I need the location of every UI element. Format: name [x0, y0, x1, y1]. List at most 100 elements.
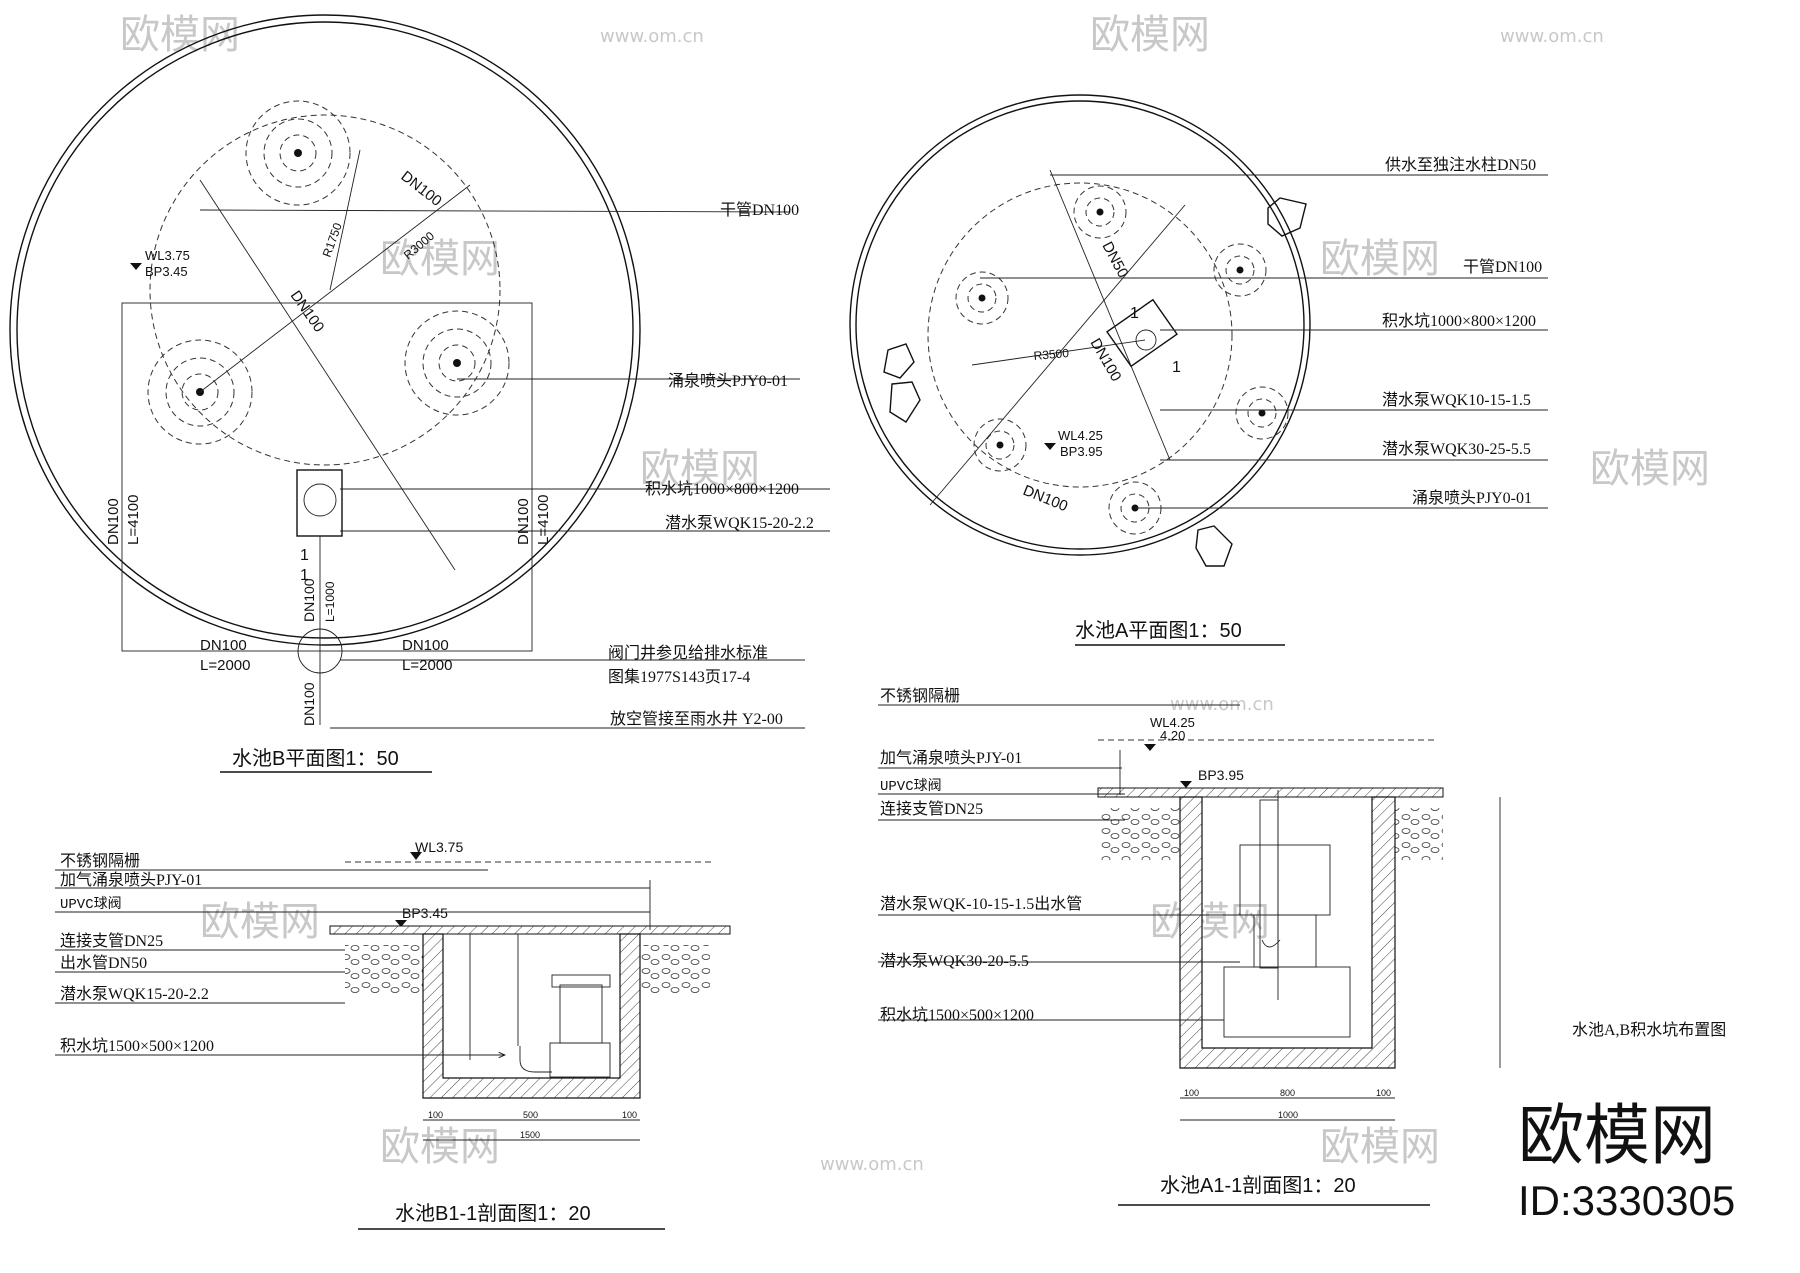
label-sump: 积水坑1000×800×1200 — [1382, 312, 1536, 330]
leader-line — [199, 209, 791, 213]
rock — [1195, 525, 1233, 567]
sump-wall — [1179, 796, 1396, 1069]
label-bottom-left-dn: DN100 — [200, 637, 247, 654]
watermark-brand: 欧模网 — [200, 899, 320, 945]
label-dn100: DN100 — [1087, 336, 1125, 385]
label-bottom-left-l: L=2000 — [200, 657, 250, 674]
gravel-bed — [640, 945, 710, 995]
label-vert-l: L=1000 — [323, 581, 337, 622]
label-pump: 潜水泵WQK15-20-2.2 — [60, 985, 209, 1003]
label-vert-dn2: DN100 — [301, 682, 317, 726]
label-wl2: 4.20 — [1160, 728, 1185, 743]
label-left-l: L=4100 — [125, 495, 142, 545]
label-bottom-right-dn: DN100 — [402, 637, 449, 654]
watermark-brand: 欧模网 — [1150, 899, 1270, 945]
sump-pit — [1106, 298, 1178, 368]
label-left-dn: DN100 — [105, 498, 122, 545]
fountain-head — [955, 271, 1009, 325]
pump-base — [1223, 966, 1351, 1038]
level-marker — [1044, 443, 1056, 450]
label-grate: 不锈钢隔栅 — [880, 687, 960, 705]
rock — [1267, 197, 1307, 237]
label-outlet: 出水管DN50 — [60, 954, 147, 972]
valve-well — [297, 628, 343, 674]
rock — [889, 381, 921, 423]
dim-label: 1000 — [1278, 1110, 1298, 1120]
watermark-brand: 欧模网 — [380, 236, 500, 282]
pipe-line — [199, 184, 471, 393]
label-dn100: DN100 — [398, 168, 445, 210]
plan-a-title: 水池A平面图1：50 — [1075, 619, 1242, 642]
pipe-line — [1049, 169, 1171, 461]
watermark-brand: 欧模网 — [1090, 12, 1210, 58]
plan-a: 供水至独注水柱DN50 干管DN100 积水坑1000×800×1200 潜水泵… — [849, 94, 1548, 646]
pipe-loop — [121, 302, 533, 652]
label-pump-outlet: 潜水泵WQK-10-15-1.5出水管 — [880, 895, 1082, 913]
label-main-pipe: 干管DN100 — [1463, 258, 1542, 276]
watermark-brand: 欧模网 — [1320, 236, 1440, 282]
sump-wall — [422, 933, 641, 1099]
dim-label: 100 — [428, 1110, 443, 1120]
label-branch: 连接支管DN25 — [880, 800, 983, 818]
dim-label: 800 — [1280, 1088, 1295, 1098]
pump-base — [549, 1042, 611, 1078]
pool-b-pipe-ring — [149, 114, 501, 466]
section-mark: 1 — [1172, 359, 1181, 376]
rock — [883, 343, 915, 379]
label-right-l: L=4100 — [535, 495, 552, 545]
watermark-layer: 欧模网 www.om.cn 欧模网 www.om.cn 欧模网 欧模网 欧模网 … — [120, 12, 1710, 1175]
level-marker — [130, 263, 142, 270]
logo-wordmark: 欧模网 — [1518, 1098, 1716, 1172]
section-a: WL4.25 4.20 BP3.95 不锈钢隔栅 加气涌泉喷头PJY-01 UP… — [878, 687, 1501, 1206]
pump-body — [559, 984, 603, 1044]
elbow-pipe — [519, 1046, 552, 1073]
pool-a-inner-wall — [855, 100, 1305, 550]
side-note: 水池A,B积水坑布置图 — [1572, 1021, 1726, 1039]
fountain-head — [973, 418, 1027, 472]
pump-symbol — [303, 483, 337, 517]
label-dn100: DN100 — [1021, 482, 1071, 515]
dim-label: 1500 — [520, 1130, 540, 1140]
label-valve: UPVC球阀 — [60, 896, 122, 913]
fountain-head — [245, 100, 351, 206]
watermark-url: www.om.cn — [1170, 694, 1274, 715]
watermark-brand: 欧模网 — [1320, 1124, 1440, 1170]
level-marker — [410, 852, 422, 860]
label-fountain: 涌泉喷头PJY0-01 — [1412, 489, 1532, 507]
pipe-line — [199, 179, 456, 571]
label-valve-well-2: 图集1977S143页17-4 — [608, 668, 750, 686]
section-b: WL3.75 BP3.45 不锈钢隔栅 加气涌泉喷头PJY-01 UPVC球阀 … — [55, 839, 731, 1230]
label-sump: 积水坑1500×500×1200 — [60, 1037, 214, 1055]
pool-a-outer-wall — [849, 94, 1311, 556]
watermark-brand: 欧模网 — [640, 446, 760, 492]
label-pump1: 潜水泵WQK10-15-1.5 — [1382, 391, 1531, 409]
label-bp: BP3.95 — [1198, 767, 1244, 783]
radius-line — [971, 339, 1146, 366]
pool-b-inner-wall — [16, 21, 634, 639]
logo-id: ID:3330305 — [1518, 1177, 1735, 1224]
sump-pit — [296, 469, 343, 537]
watermark-brand: 欧模网 — [380, 1124, 500, 1170]
section-a-title: 水池A1-1剖面图1：20 — [1160, 1174, 1356, 1197]
label-main-pipe: 干管DN100 — [720, 201, 799, 219]
label-nozzle: 加气涌泉喷头PJY-01 — [60, 871, 202, 889]
label-dn100: DN100 — [287, 288, 328, 336]
gravel-bed — [1100, 808, 1180, 860]
level-marker — [1144, 744, 1156, 751]
label-branch: 连接支管DN25 — [60, 932, 163, 950]
level-marker — [395, 920, 407, 927]
fountain-head — [1213, 243, 1267, 297]
section-mark: 1 — [300, 567, 309, 584]
label-valve-well-1: 阀门井参见给排水标准 — [608, 644, 768, 662]
label-bottom-right-l: L=2000 — [402, 657, 452, 674]
label-drain: 放空管接至雨水井 Y2-00 — [610, 710, 783, 728]
section-mark: 1 — [300, 547, 309, 564]
label-vert-dn: DN100 — [301, 578, 317, 622]
radius-line — [329, 149, 361, 291]
gravel-bed — [345, 945, 425, 995]
watermark-url: www.om.cn — [1500, 26, 1604, 47]
label-valve: UPVC球阀 — [880, 778, 942, 795]
section-mark: 1 — [1130, 305, 1139, 322]
label-bp: BP3.45 — [145, 264, 188, 279]
